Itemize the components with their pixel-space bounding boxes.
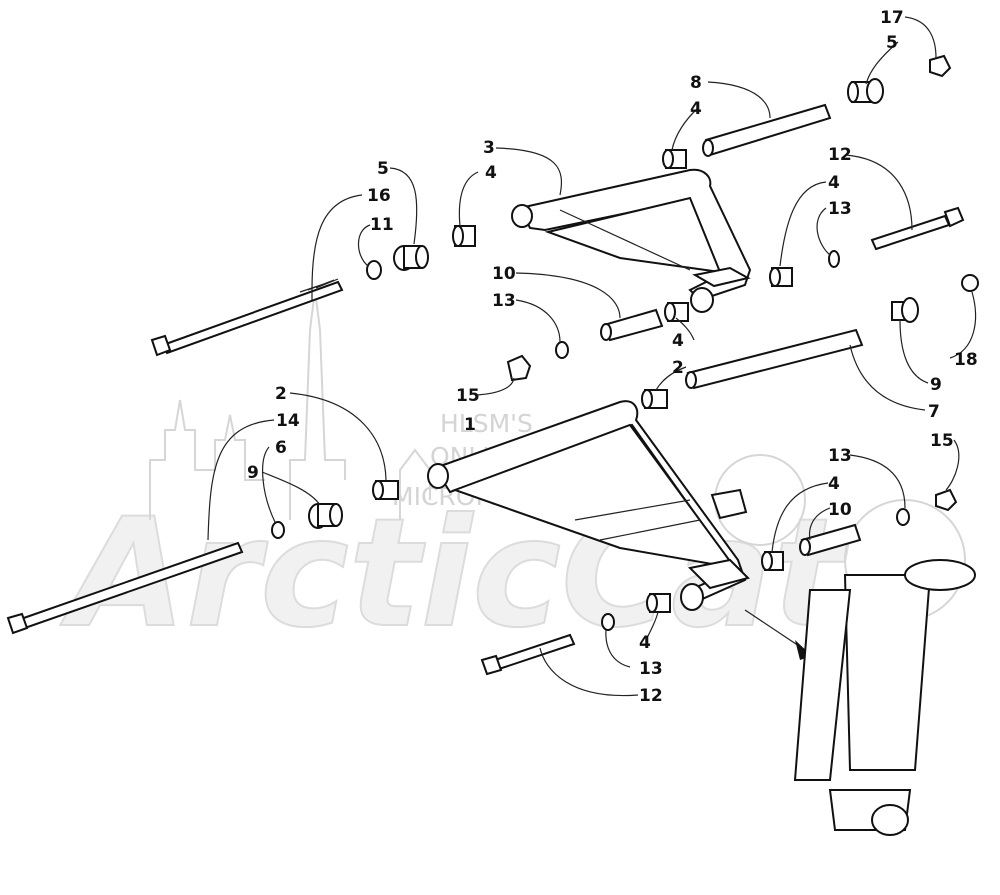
washer-13-lower: [601, 613, 615, 631]
leader-lines: [207, 16, 977, 697]
callout-4-top: 4: [690, 99, 702, 119]
callout-11: 11: [370, 215, 394, 235]
callout-9-right: 9: [930, 375, 942, 395]
callout-5-top: 5: [886, 33, 898, 53]
upper-a-arm-assembly: [150, 54, 965, 382]
callout-16: 16: [367, 186, 391, 206]
washer-13-upper: [828, 250, 840, 268]
callout-2-left: 2: [275, 384, 287, 404]
callout-4-lower-right: 4: [828, 474, 840, 494]
bushing-5-left: [393, 245, 429, 271]
bushing-5-right: [847, 78, 884, 104]
callout-15-upper: 15: [456, 386, 480, 406]
callout-17: 17: [880, 8, 904, 28]
callout-8: 8: [690, 73, 702, 93]
bushing-4-upper-mid: [664, 302, 689, 322]
callout-labels: 17 5 8 4 3 4 5 16 11 12 4 13 10 13 4 15 …: [247, 8, 978, 706]
bushing-4-lower-mid: [646, 593, 671, 613]
watermark-line-1: HLSM'S: [440, 409, 533, 438]
sleeve-10-lower: [799, 523, 862, 557]
callout-13-lower: 13: [639, 659, 663, 679]
callout-10-lower: 10: [828, 500, 852, 520]
callout-3: 3: [483, 138, 495, 158]
callout-6: 6: [275, 438, 287, 458]
callout-15-lower: 15: [930, 431, 954, 451]
callout-4-upper-left: 4: [485, 163, 497, 183]
callout-4-lower-mid: 4: [639, 633, 651, 653]
bolt-16: [150, 278, 344, 357]
callout-5-left: 5: [377, 159, 389, 179]
nut-15-lower: [935, 488, 958, 512]
callout-12-top: 12: [828, 145, 852, 165]
washer-11: [366, 260, 382, 280]
bushing-4-upper-top: [662, 149, 687, 169]
callout-18: 18: [954, 350, 978, 370]
bushing-2-top: [641, 389, 668, 409]
shaft-7: [685, 328, 864, 390]
callout-4-mid: 4: [672, 331, 684, 351]
callout-7: 7: [928, 402, 940, 422]
a-arm-3: [511, 168, 752, 313]
callout-13-upper-right: 13: [828, 199, 852, 219]
washer-13-lower-right: [896, 508, 910, 526]
washer-6: [271, 521, 285, 539]
callout-1: 1: [464, 415, 476, 435]
nut-15-upper: [506, 354, 532, 382]
bushing-9-right: [891, 297, 919, 323]
callout-2-top: 2: [672, 358, 684, 378]
callout-12-lower: 12: [639, 686, 663, 706]
lower-a-arm-assembly: [6, 274, 979, 836]
bushing-4-upper-right: [769, 267, 793, 287]
callout-10-upper: 10: [492, 264, 516, 284]
callout-13-lower-right: 13: [828, 446, 852, 466]
bolt-12-lower: [480, 633, 576, 676]
callout-4-upper-right: 4: [828, 173, 840, 193]
a-arm-1: [427, 400, 750, 611]
spindle-assembly: [744, 559, 976, 836]
bolt-12-upper: [870, 206, 965, 251]
callout-14: 14: [276, 411, 300, 431]
bushing-9-left: [308, 503, 343, 529]
sleeve-10-upper: [600, 308, 664, 342]
bushing-4-upper-left: [452, 225, 476, 247]
callout-13-mid: 13: [492, 291, 516, 311]
callout-9-left: 9: [247, 463, 259, 483]
bushing-4-lower-right: [761, 551, 784, 571]
washer-13-mid: [555, 341, 569, 359]
cap-18: [961, 274, 979, 292]
bolt-14: [6, 541, 244, 635]
nut-17: [929, 54, 952, 78]
bushing-2-left: [372, 480, 399, 500]
shaft-8: [702, 103, 832, 157]
